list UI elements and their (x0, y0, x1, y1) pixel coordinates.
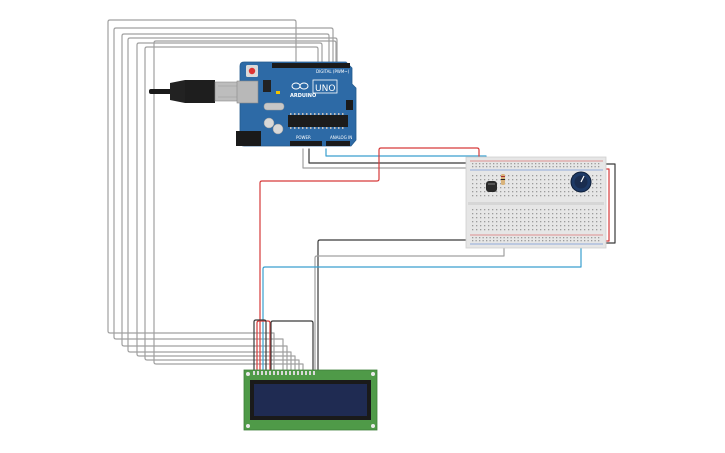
wire-gray-2[interactable] (113, 27, 334, 373)
lcd-mount-hole-br (371, 424, 375, 428)
usb-plug-body (185, 80, 215, 103)
lcd-screen (254, 384, 367, 416)
lcd-pin-header[interactable] (253, 371, 315, 375)
usb-boot (170, 80, 185, 103)
wire-black-lcd-loop-2[interactable] (270, 320, 314, 373)
analog-header-label: ANALOG IN (330, 135, 352, 140)
wire-blue-pot[interactable] (262, 189, 582, 373)
usb-jack (236, 80, 259, 104)
power-header-label: POWER (296, 135, 311, 140)
wire-red-loop[interactable] (259, 147, 480, 373)
voltage-regulator (263, 80, 271, 92)
power-header[interactable] (290, 141, 322, 146)
wire-gray-4[interactable] (127, 37, 338, 373)
dc-power-jack (236, 131, 261, 146)
potentiometer-indicator (580, 175, 585, 183)
reset-button-cap (248, 67, 256, 75)
wire-gray-7[interactable] (153, 40, 337, 373)
capacitor-2 (272, 123, 284, 135)
usb-cable[interactable] (149, 80, 242, 103)
wire-black-gnd-top[interactable] (308, 148, 474, 169)
wire-gray-bb-lcd[interactable] (314, 194, 505, 373)
lcd-mount-hole-bl (246, 424, 250, 428)
crystal (263, 102, 285, 111)
atmega-chip (288, 115, 348, 127)
icsp-header (346, 100, 353, 110)
lcd-mount-hole-tl (246, 372, 250, 376)
wire-gray-1[interactable] (107, 19, 297, 373)
wire-black-lcd[interactable] (317, 239, 499, 373)
arduino-brand-label: ARDUINO (290, 93, 316, 99)
uno-label: UNO (315, 84, 335, 94)
tmp-sensor[interactable] (486, 181, 497, 192)
wire-blue-analog[interactable] (325, 148, 487, 163)
resistor[interactable] (501, 174, 505, 185)
analog-header[interactable] (326, 141, 350, 146)
wire-black-lcd-loop-1[interactable] (253, 319, 267, 373)
breadboard[interactable] (465, 156, 607, 249)
wire-gray-5v[interactable] (302, 148, 478, 176)
tmp-sensor-body (486, 181, 497, 192)
arduino-logo-right (299, 82, 309, 90)
digital-header-label: DIGITAL (PWM~) (316, 69, 350, 74)
usb-cable-wire (149, 89, 173, 94)
lcd-module[interactable] (243, 369, 378, 431)
breadboard-center-channel (468, 202, 604, 205)
uno-badge (312, 79, 338, 94)
arduino-uno-board[interactable]: DIGITAL (PWM~) ARDUINO UNO POWER ANALOG … (236, 61, 357, 147)
wire-gray-6[interactable] (144, 46, 319, 373)
wire-gray-3[interactable] (121, 33, 330, 373)
capacitor-1 (263, 117, 275, 129)
potentiometer[interactable] (570, 171, 592, 193)
power-led (276, 91, 280, 94)
lcd-mount-hole-tr (371, 372, 375, 376)
chip-pins (290, 113, 344, 129)
digital-header[interactable] (272, 63, 350, 68)
wire-red-lcd-loop[interactable] (256, 320, 271, 373)
wire-gray-5[interactable] (136, 42, 323, 373)
